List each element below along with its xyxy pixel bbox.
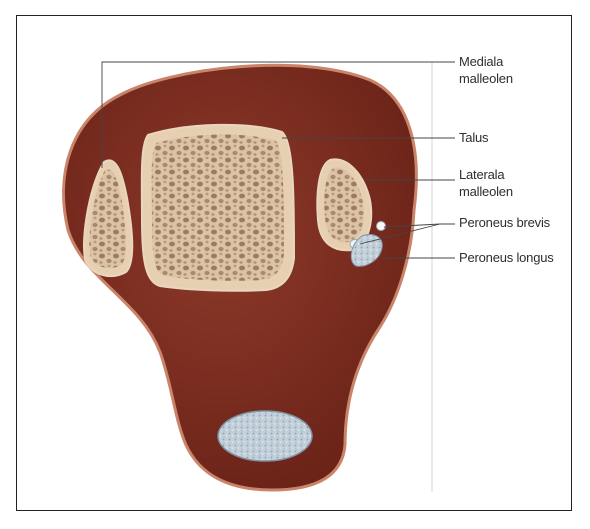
label-laterala-line2: malleolen <box>459 183 513 200</box>
label-mediala-line1: Mediala <box>459 54 503 69</box>
label-peroneus-longus: Peroneus longus <box>459 249 554 266</box>
label-mediala-line2: malleolen <box>459 70 513 87</box>
label-laterala-malleolen: Laterala malleolen <box>459 166 513 200</box>
talus-cancellous <box>152 134 284 280</box>
label-peroneus-brevis: Peroneus brevis <box>459 214 550 231</box>
achilles-tendon <box>218 411 312 461</box>
label-talus: Talus <box>459 129 488 146</box>
label-laterala-line1: Laterala <box>459 167 504 182</box>
peroneus-brevis-tendon <box>377 222 386 231</box>
label-mediala-malleolen: Mediala malleolen <box>459 53 513 87</box>
